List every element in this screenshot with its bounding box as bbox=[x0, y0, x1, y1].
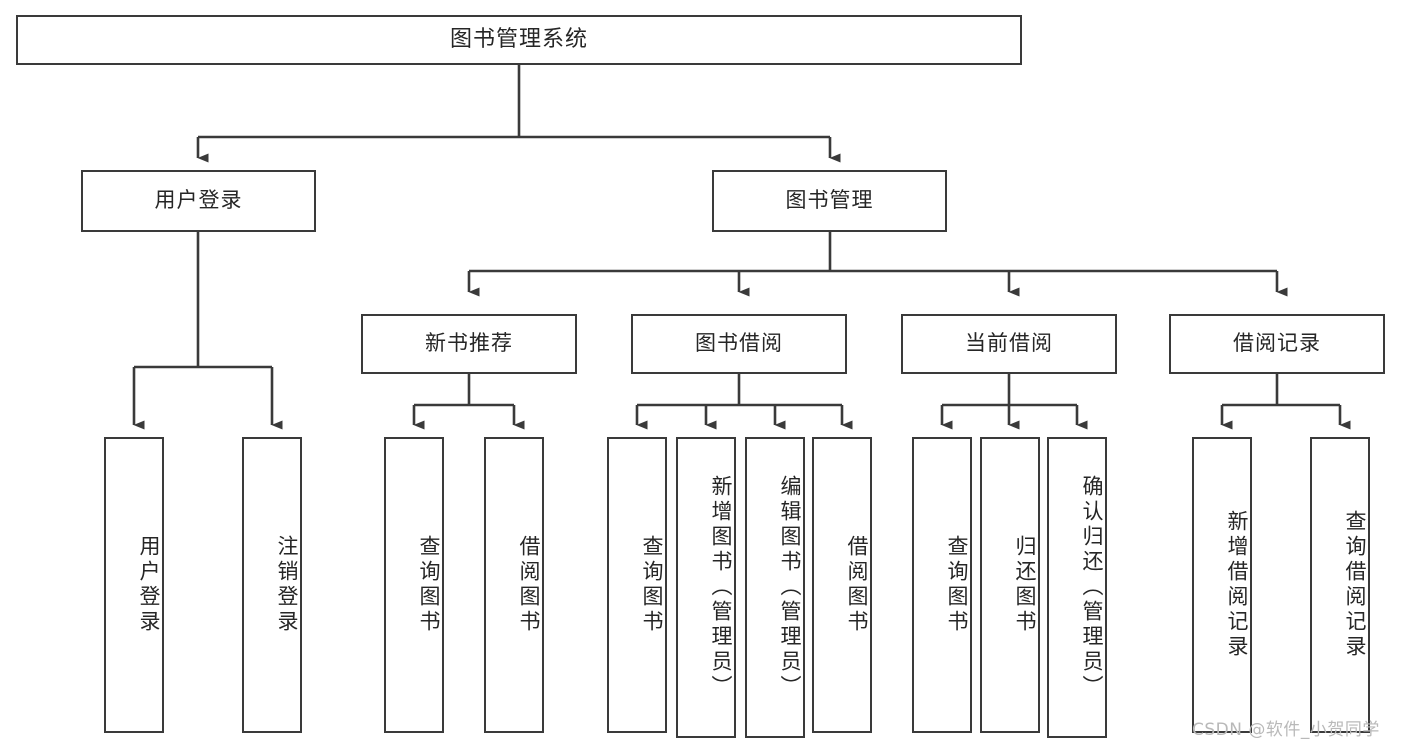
node-label: 借阅图书 bbox=[517, 535, 541, 635]
node-label: 新书推荐 bbox=[425, 331, 513, 356]
leaf-user-login[interactable]: 用户登录 bbox=[104, 437, 164, 733]
node-label: 新增借阅记录 bbox=[1225, 510, 1249, 660]
node-root-system[interactable]: 图书管理系统 bbox=[16, 15, 1022, 65]
node-borrow-record[interactable]: 借阅记录 bbox=[1169, 314, 1385, 374]
node-label: 用户登录 bbox=[154, 188, 243, 213]
leaf-edit-book[interactable]: 编辑图书（管理员） bbox=[745, 437, 805, 738]
node-label: 查询借阅记录 bbox=[1343, 510, 1367, 660]
node-current-borrow[interactable]: 当前借阅 bbox=[901, 314, 1117, 374]
node-label: 编辑图书（管理员） bbox=[778, 475, 802, 700]
node-label: 归还图书 bbox=[1013, 535, 1037, 635]
node-new-book-recommend[interactable]: 新书推荐 bbox=[361, 314, 577, 374]
leaf-borrow-book[interactable]: 借阅图书 bbox=[812, 437, 872, 733]
leaf-query-book-borrow[interactable]: 查询图书 bbox=[607, 437, 667, 733]
leaf-logout-login[interactable]: 注销登录 bbox=[242, 437, 302, 733]
node-label: 确认归还（管理员） bbox=[1080, 475, 1104, 700]
node-book-management[interactable]: 图书管理 bbox=[712, 170, 947, 232]
leaf-query-book-current[interactable]: 查询图书 bbox=[912, 437, 972, 733]
node-label: 注销登录 bbox=[275, 535, 299, 635]
leaf-query-book-recommend[interactable]: 查询图书 bbox=[384, 437, 444, 733]
csdn-watermark: CSDN @软件_小贺同学 bbox=[1192, 720, 1380, 740]
leaf-add-borrow-record[interactable]: 新增借阅记录 bbox=[1192, 437, 1252, 733]
node-user-login[interactable]: 用户登录 bbox=[81, 170, 316, 232]
node-label: 图书管理系统 bbox=[449, 26, 588, 52]
leaf-borrow-book-recommend[interactable]: 借阅图书 bbox=[484, 437, 544, 733]
leaf-query-borrow-record[interactable]: 查询借阅记录 bbox=[1310, 437, 1370, 733]
node-label: 用户登录 bbox=[137, 535, 161, 635]
node-label: 查询图书 bbox=[945, 535, 969, 635]
node-book-borrow[interactable]: 图书借阅 bbox=[631, 314, 847, 374]
node-label: 图书借阅 bbox=[695, 331, 783, 356]
leaf-add-book[interactable]: 新增图书（管理员） bbox=[676, 437, 736, 738]
node-label: 借阅图书 bbox=[845, 535, 869, 635]
leaf-return-book[interactable]: 归还图书 bbox=[980, 437, 1040, 733]
leaf-confirm-return[interactable]: 确认归还（管理员） bbox=[1047, 437, 1107, 738]
node-label: 新增图书（管理员） bbox=[709, 475, 733, 700]
node-label: 当前借阅 bbox=[965, 331, 1053, 356]
node-label: 借阅记录 bbox=[1233, 331, 1321, 356]
node-label: 查询图书 bbox=[417, 535, 441, 635]
node-label: 图书管理 bbox=[785, 188, 874, 213]
node-label: 查询图书 bbox=[640, 535, 664, 635]
